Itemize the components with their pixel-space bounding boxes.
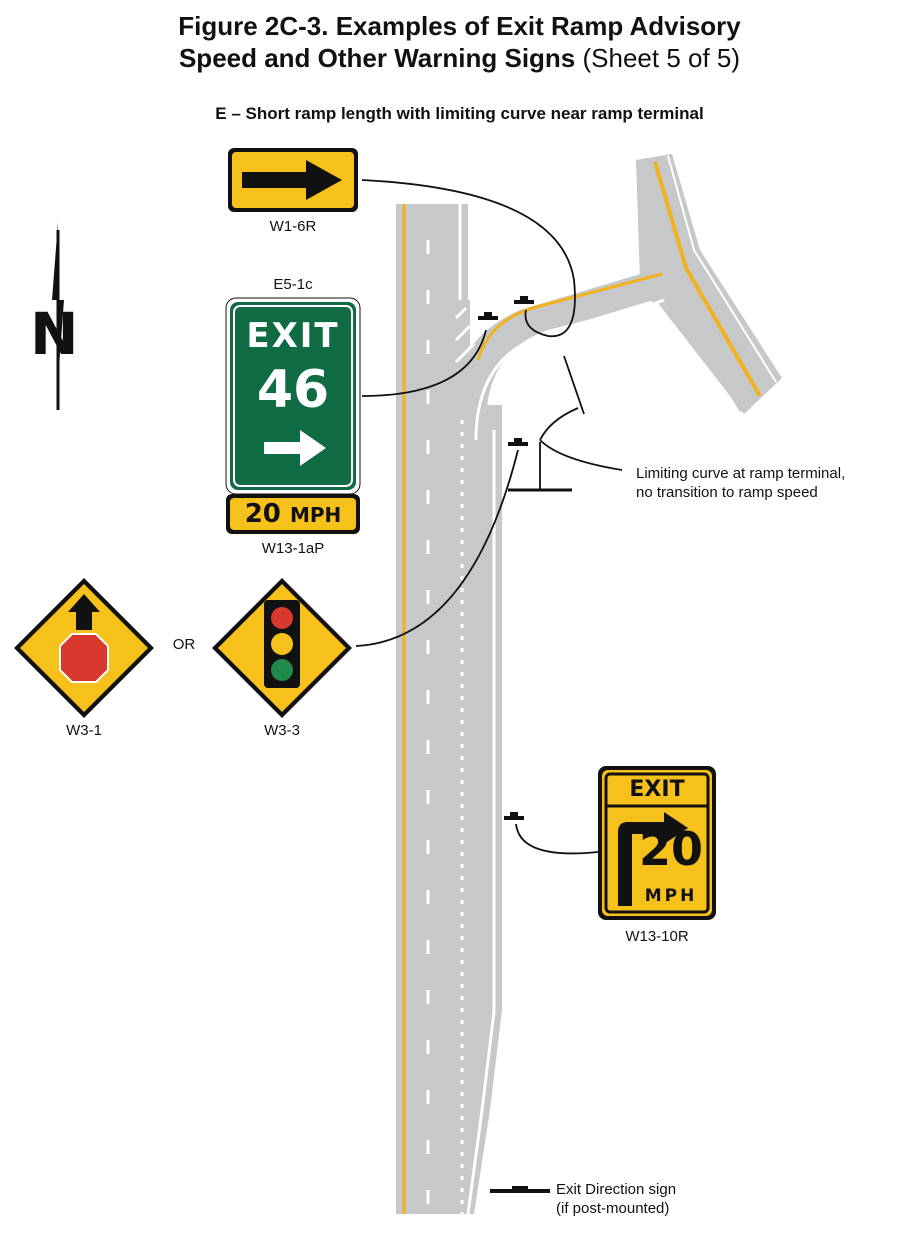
post-marker-2 — [514, 296, 534, 304]
crossroad-stop-bar — [647, 298, 665, 308]
right-arrow-icon — [242, 160, 342, 200]
leader-limiting-curve — [539, 439, 623, 471]
crossroad-edge-line — [667, 155, 777, 383]
label-w13-10r: W13-10R — [625, 928, 689, 945]
svg-text:N: N — [30, 300, 79, 368]
post-marker-4 — [504, 812, 524, 820]
post-marker-1 — [478, 312, 498, 320]
limiting-curve-line2: no transition to ramp speed — [636, 484, 818, 501]
label-w3-1: W3-1 — [66, 722, 102, 739]
post-marker-3 — [508, 438, 528, 446]
leader-w3-3 — [355, 449, 519, 647]
curve-limit-line-1 — [563, 355, 585, 415]
exit-ramp — [452, 268, 666, 470]
leader-w1-6r — [361, 179, 576, 338]
e5-1c-exit-word: EXIT — [246, 316, 340, 356]
crossroad-junction — [636, 154, 782, 414]
leader-e5-1c — [361, 329, 487, 397]
sign-e5-1c — [225, 297, 361, 495]
sign-w3-1 — [14, 578, 154, 718]
stop-ahead-icon — [59, 594, 109, 683]
ramp-white-line — [474, 300, 653, 441]
sign-w13-10r — [598, 766, 716, 920]
signal-ahead-icon — [264, 600, 300, 688]
label-w3-3: W3-3 — [264, 722, 300, 739]
leader-w13-10r — [515, 823, 599, 855]
legend-line2: (if post-mounted) — [556, 1200, 670, 1217]
figure-title-line1: Figure 2C-3. Examples of Exit Ramp Advis… — [178, 11, 741, 41]
sign-w1-6r — [228, 148, 358, 212]
limiting-curve-line1: Limiting curve at ramp terminal, — [636, 465, 846, 482]
aux-lane-edge-line — [466, 430, 496, 1215]
crossroad-center-line — [653, 161, 762, 398]
figure-title-line2: Speed and Other Warning Signs (Sheet 5 o… — [0, 42, 919, 74]
figure-subtitle: E – Short ramp length with limiting curv… — [215, 104, 704, 123]
w13-1ap-speed: 20 MPH — [230, 499, 356, 530]
w13-1ap-speed-value: 20 — [244, 499, 281, 529]
roadway — [396, 154, 782, 1215]
mainline-road — [396, 204, 468, 1214]
right-arrow-icon — [264, 430, 326, 466]
curve-limit-arc — [539, 407, 579, 441]
figure-title-sheet: (Sheet 5 of 5) — [575, 43, 741, 73]
label-or: OR — [172, 636, 196, 653]
gore-chevrons — [454, 306, 476, 364]
ramp-yellow-line — [476, 272, 663, 361]
label-w1-6r: W1-6R — [269, 218, 317, 235]
w13-10r-unit: MPH — [644, 886, 698, 906]
post-marker-legend — [490, 1186, 550, 1193]
north-arrow-icon: N — [30, 222, 79, 410]
legend-line1: Exit Direction sign — [556, 1181, 677, 1198]
turn-arrow-icon — [618, 812, 688, 906]
w13-10r-speed: 20 — [638, 822, 703, 876]
sign-post-markers — [478, 296, 550, 1193]
sign-w13-1ap — [226, 494, 360, 534]
w13-10r-exit-word: EXIT — [629, 777, 685, 802]
limiting-curve-note: Limiting curve at ramp terminal, no tran… — [636, 464, 845, 502]
legend-exit-direction: Exit Direction sign (if post-mounted) — [556, 1180, 676, 1218]
w13-1ap-speed-unit: MPH — [289, 503, 342, 527]
e5-1c-exit-number: 46 — [256, 360, 330, 420]
leader-lines — [355, 179, 623, 855]
label-w13-1ap: W13-1aP — [261, 540, 325, 557]
sign-w3-3 — [212, 578, 352, 718]
label-e5-1c: E5-1c — [273, 276, 313, 293]
figure-title-line2-bold: Speed and Other Warning Signs — [178, 43, 576, 73]
